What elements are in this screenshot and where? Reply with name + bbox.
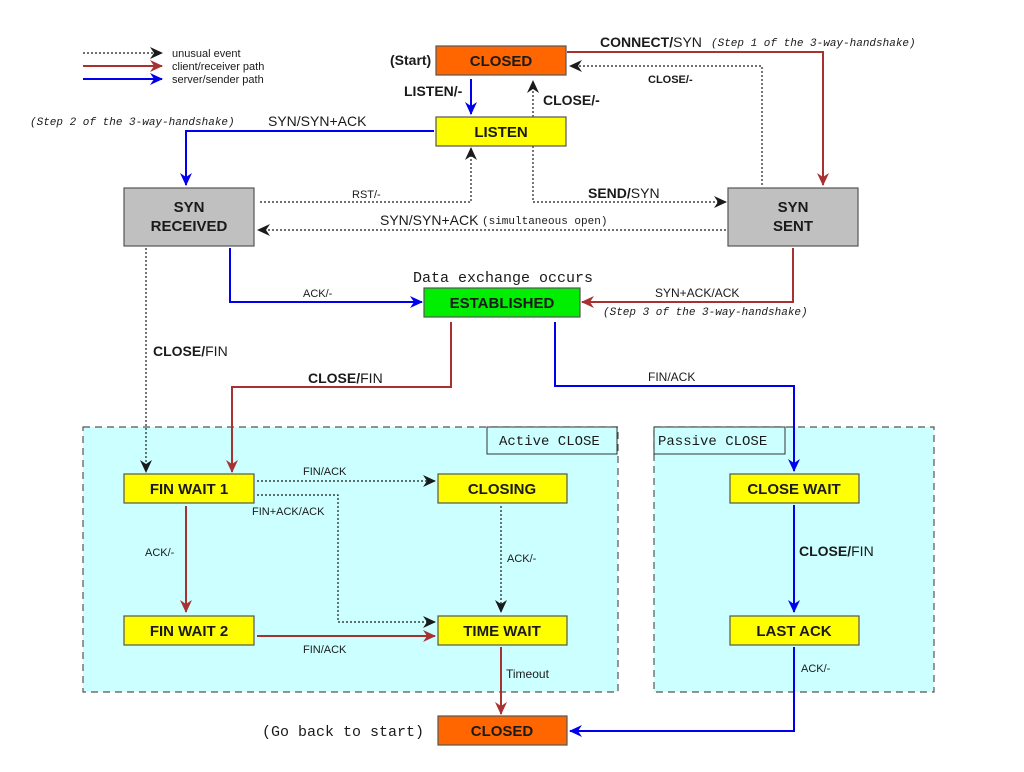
- edge-send-syn: [532, 146, 727, 208]
- label-fin-ack-passive: FIN/ACK: [648, 370, 695, 384]
- svg-text:RECEIVED: RECEIVED: [151, 218, 228, 235]
- state-listen[interactable]: LISTEN: [435, 116, 567, 147]
- label-ack-established: ACK/-: [303, 288, 333, 300]
- state-syn-received[interactable]: SYN RECEIVED: [123, 187, 255, 247]
- label-timeout: Timeout: [506, 667, 550, 681]
- svg-text:LISTEN: LISTEN: [474, 124, 527, 141]
- legend: unusual event client/receiver path serve…: [83, 47, 264, 86]
- edge-established-close-fin: [226, 322, 452, 473]
- edge-finack-ack: [257, 494, 436, 628]
- legend-unusual-label: unusual event: [172, 48, 241, 60]
- edge-synack-ack: [581, 248, 794, 308]
- label-fin-ack-timewait: FIN/ACK: [303, 644, 347, 656]
- label-rst: RST/-: [352, 189, 381, 201]
- label-close-fin-established: CLOSE/FIN: [308, 370, 383, 386]
- svg-text:SENT: SENT: [773, 218, 813, 235]
- svg-text:CLOSING: CLOSING: [468, 481, 536, 498]
- label-finack-ack: FIN+ACK/ACK: [252, 506, 325, 518]
- state-fin-wait-1[interactable]: FIN WAIT 1: [123, 473, 255, 504]
- svg-text:LAST ACK: LAST ACK: [756, 623, 831, 640]
- state-fin-wait-2[interactable]: FIN WAIT 2: [123, 615, 255, 646]
- active-close-label: Active CLOSE: [499, 434, 600, 450]
- label-simultaneous-open: (simultaneous open): [482, 216, 607, 228]
- svg-text:SYN: SYN: [778, 199, 809, 216]
- label-close-fin-closewait: CLOSE/FIN: [799, 543, 874, 559]
- label-fin-ack-closing: FIN/ACK: [303, 466, 347, 478]
- active-close-region: Active CLOSE: [82, 426, 619, 693]
- svg-text:FIN WAIT 2: FIN WAIT 2: [150, 623, 228, 640]
- state-close-wait[interactable]: CLOSE WAIT: [729, 473, 860, 504]
- label-step2: (Step 2 of the 3-way-handshake): [30, 117, 235, 129]
- state-closed-start[interactable]: CLOSED: [435, 45, 567, 76]
- edge-ack-established: [229, 248, 423, 308]
- label-connect-syn: CONNECT/SYN: [600, 34, 702, 50]
- state-last-ack[interactable]: LAST ACK: [729, 615, 860, 646]
- label-step1: (Step 1 of the 3-way-handshake): [711, 38, 916, 50]
- svg-text:SYN: SYN: [174, 199, 205, 216]
- label-ack-closing: ACK/-: [507, 553, 537, 565]
- label-close-synsent: CLOSE/-: [648, 74, 693, 86]
- label-ack-lastack: ACK/-: [801, 663, 831, 675]
- edge-fin-ack-passive: [554, 322, 800, 472]
- state-syn-sent[interactable]: SYN SENT: [727, 187, 859, 247]
- start-annotation: (Start): [390, 52, 431, 68]
- label-syn-synack-simul: SYN/SYN+ACK: [380, 212, 479, 228]
- label-step3: (Step 3 of the 3-way-handshake): [603, 307, 808, 319]
- state-established[interactable]: ESTABLISHED: [423, 287, 581, 318]
- label-close-fin-synrcvd: CLOSE/FIN: [153, 343, 228, 359]
- svg-text:TIME WAIT: TIME WAIT: [463, 623, 541, 640]
- state-closed-end[interactable]: CLOSED: [437, 715, 568, 746]
- legend-client-label: client/receiver path: [172, 61, 264, 73]
- state-time-wait[interactable]: TIME WAIT: [437, 615, 568, 646]
- label-ack-finwait2: ACK/-: [145, 547, 175, 559]
- label-syn-synack: SYN/SYN+ACK: [268, 113, 367, 129]
- label-listen: LISTEN/-: [404, 83, 463, 99]
- passive-close-label: Passive CLOSE: [658, 434, 767, 450]
- svg-text:CLOSED: CLOSED: [471, 723, 534, 740]
- legend-server-label: server/sender path: [172, 74, 264, 86]
- edge-syn-synack: [180, 130, 434, 186]
- data-exchange-annotation: Data exchange occurs: [413, 270, 593, 287]
- label-send-syn: SEND/SYN: [588, 185, 660, 201]
- go-back-annotation: (Go back to start): [262, 724, 424, 741]
- edge-ack-lastack: [569, 647, 795, 737]
- svg-text:CLOSE WAIT: CLOSE WAIT: [747, 481, 840, 498]
- svg-text:CLOSED: CLOSED: [470, 53, 533, 70]
- state-closing[interactable]: CLOSING: [437, 473, 568, 504]
- svg-text:ESTABLISHED: ESTABLISHED: [450, 295, 555, 312]
- edge-connect-syn: [567, 51, 829, 186]
- svg-text:FIN WAIT 1: FIN WAIT 1: [150, 481, 228, 498]
- label-synack-ack: SYN+ACK/ACK: [655, 286, 739, 300]
- label-close-listen: CLOSE/-: [543, 92, 600, 108]
